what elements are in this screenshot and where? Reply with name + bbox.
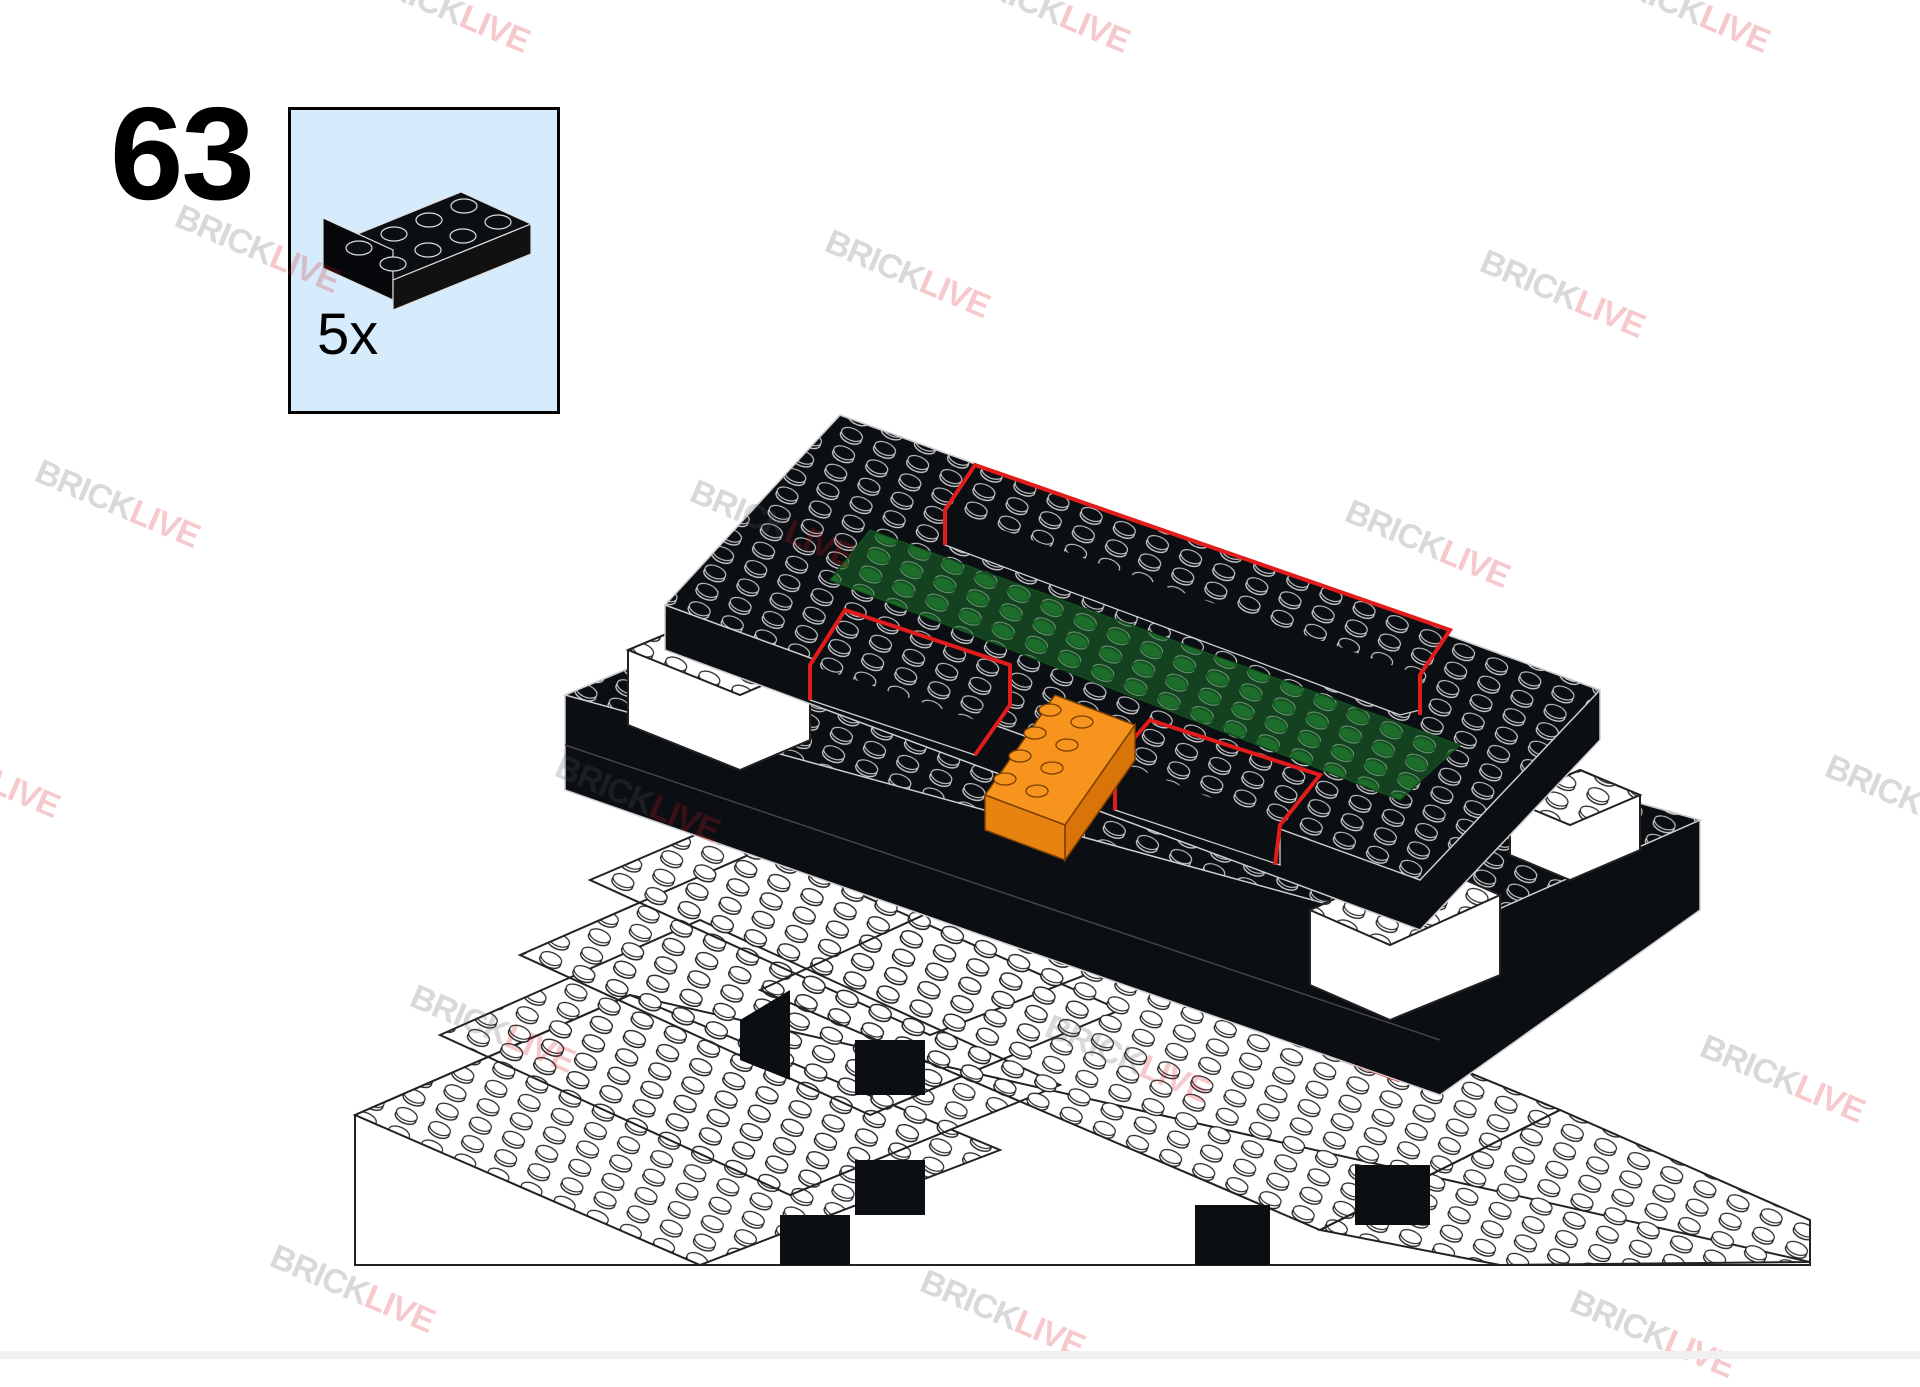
- parts-callout: 5x: [288, 107, 560, 414]
- parts-count: 5x: [317, 302, 379, 367]
- new-black-brick-long: [943, 462, 1454, 716]
- new-black-brick-left: [808, 607, 1012, 757]
- black-brick-2x4-icon: [321, 191, 533, 310]
- new-black-brick-right: [1113, 717, 1324, 866]
- page-bottom-border: [0, 1351, 1920, 1359]
- assembly-illustration: [352, 414, 1811, 1267]
- step-number: 63: [110, 80, 255, 227]
- orange-brick-2x4: [983, 694, 1137, 863]
- white-base-structure: [352, 788, 1811, 1267]
